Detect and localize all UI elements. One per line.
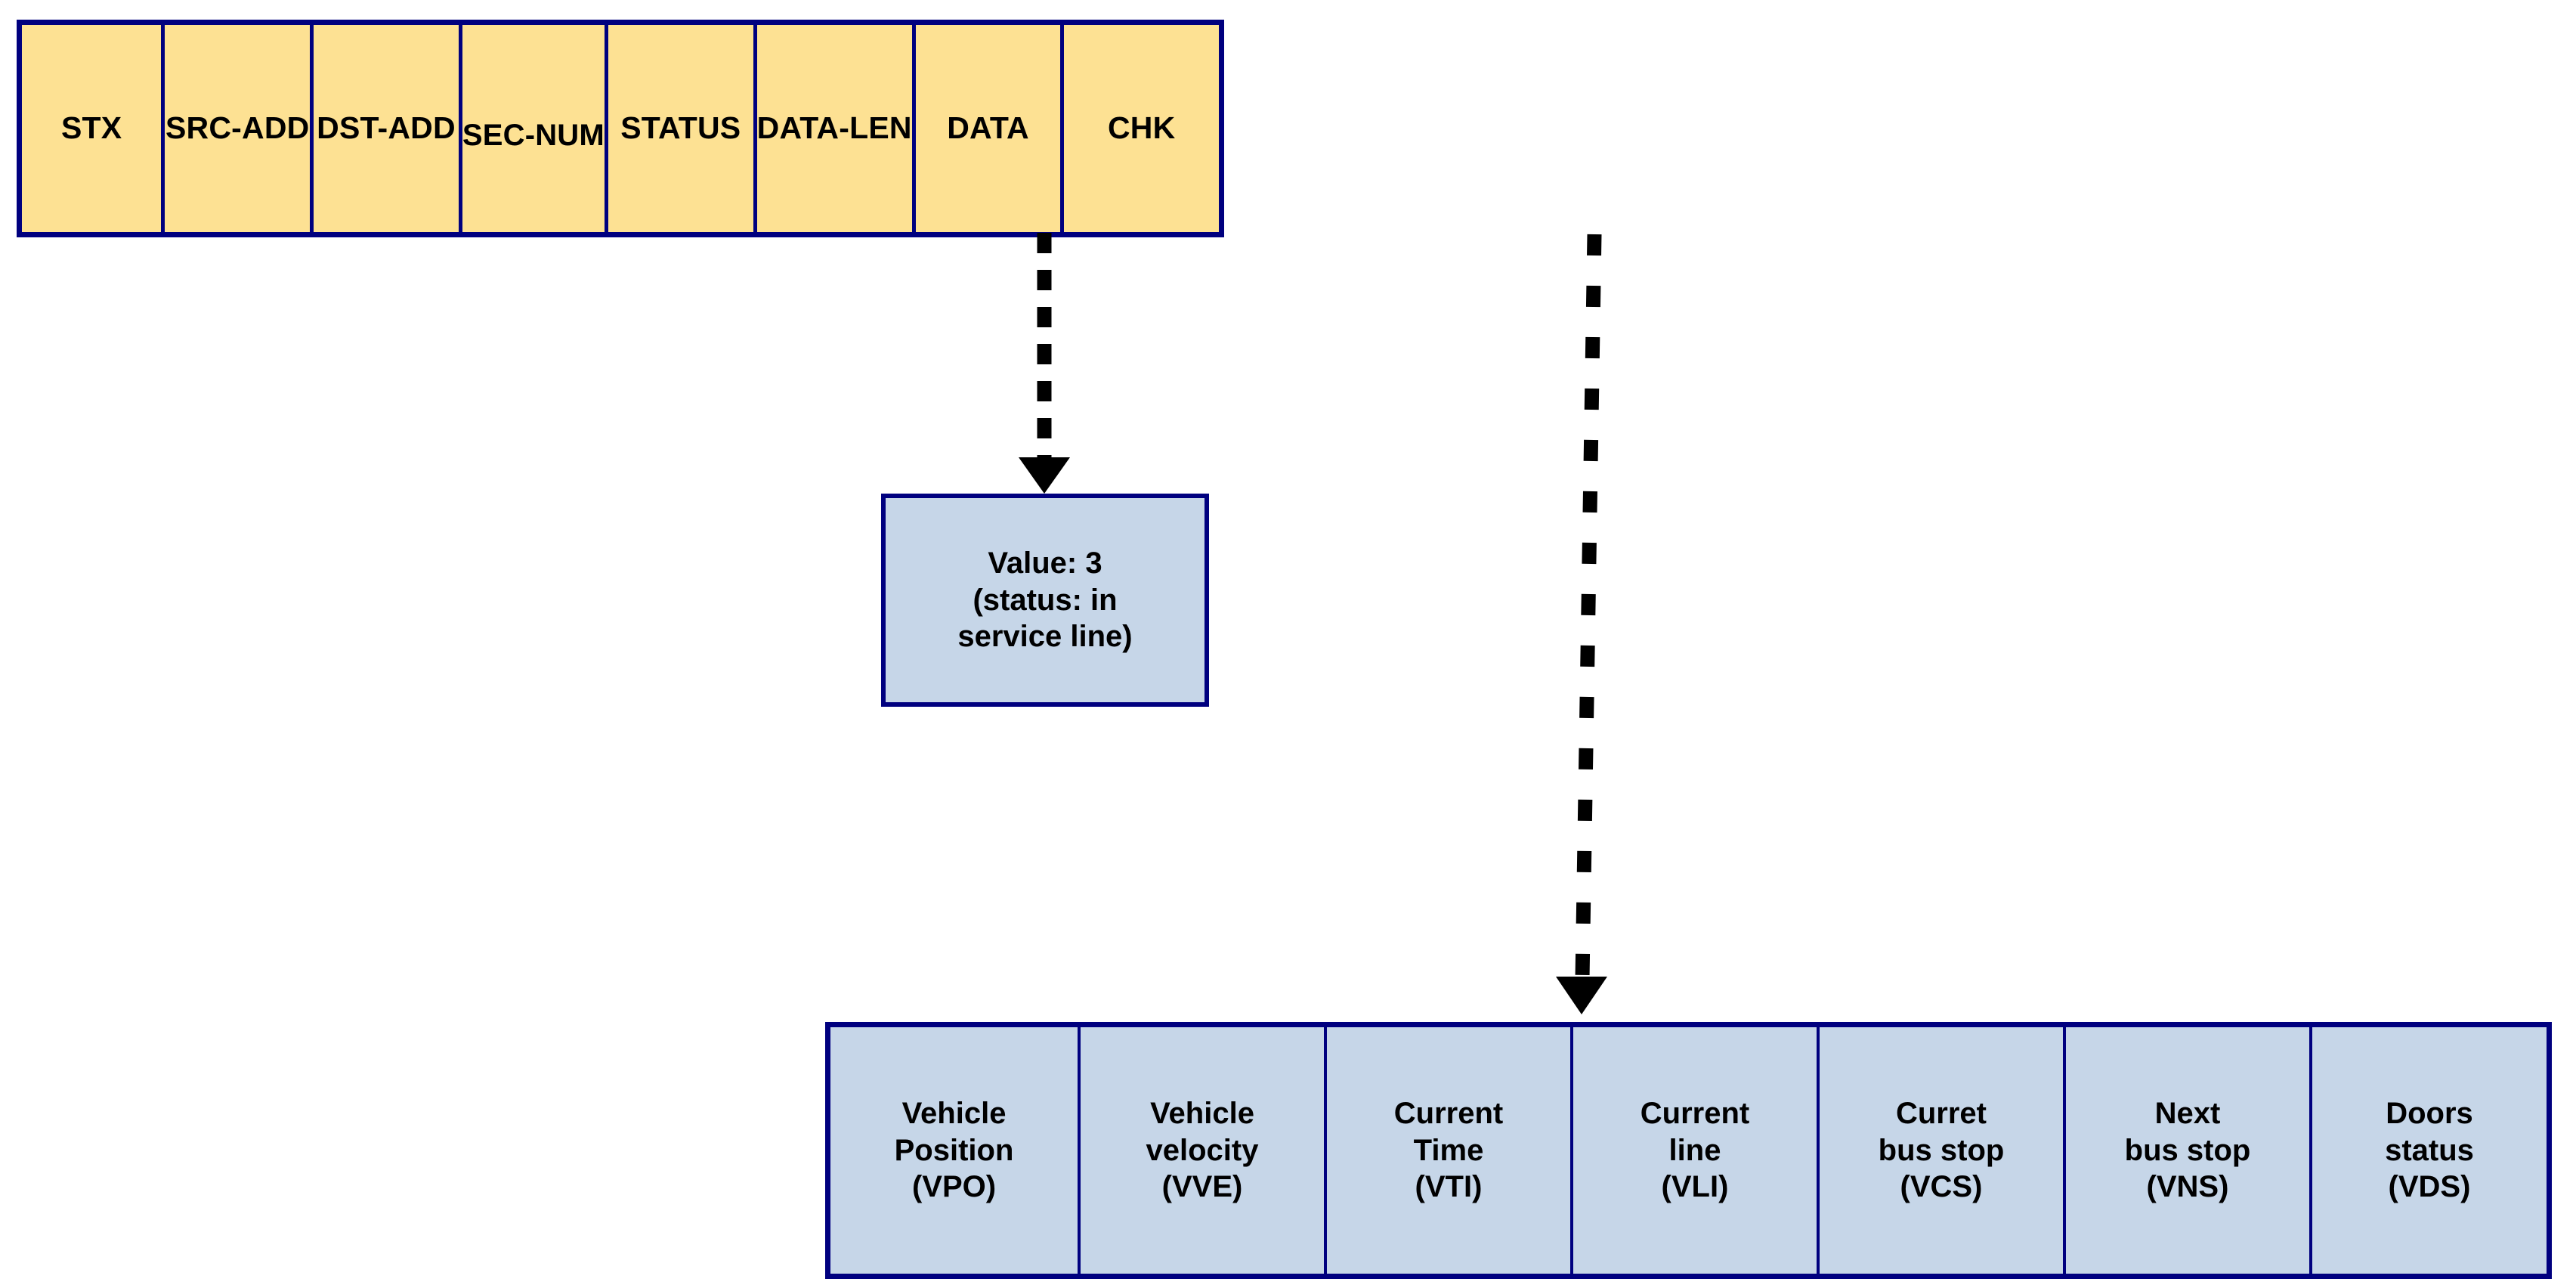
frame-cell-status[interactable]: STATUS (608, 25, 757, 232)
data-cell-vds-label: Doors status (VDS) (2385, 1096, 2474, 1204)
packet-frame-row: STX SRC-ADD DST-ADD SEC-NUM STATUS DATA-… (17, 20, 1224, 237)
frame-cell-chk-label: CHK (1108, 110, 1176, 146)
status-to-note-arrow (1019, 233, 1070, 494)
data-field-breakdown: Vehicle Position (VPO) Vehicle velocity … (825, 1022, 2552, 1279)
frame-cell-data-len[interactable]: DATA-LEN (756, 25, 916, 232)
data-cell-vcs[interactable]: Curret bus stop (VCS) (1820, 1027, 2066, 1274)
data-cell-vpo[interactable]: Vehicle Position (VPO) (830, 1027, 1081, 1274)
data-cell-vti[interactable]: Current Time (VTI) (1327, 1027, 1573, 1274)
frame-cell-chk[interactable]: CHK (1064, 25, 1220, 232)
data-cell-vcs-label: Curret bus stop (VCS) (1878, 1096, 2005, 1204)
data-cell-vve[interactable]: Vehicle velocity (VVE) (1081, 1027, 1327, 1274)
frame-cell-data-len-label: DATA-LEN (756, 110, 912, 146)
frame-cell-data-label: DATA (947, 110, 1029, 146)
frame-cell-src-add-label: SRC-ADD (165, 110, 310, 146)
data-cell-vve-label: Vehicle velocity (VVE) (1146, 1096, 1259, 1204)
status-value-note[interactable]: Value: 3 (status: in service line) (881, 494, 1209, 707)
data-cell-vti-label: Current Time (VTI) (1393, 1096, 1504, 1204)
status-value-note-label: Value: 3 (status: in service line) (957, 546, 1133, 654)
frame-cell-dst-add-label: DST-ADD (317, 110, 456, 146)
data-arrowhead-icon (1556, 977, 1607, 1014)
data-cell-vns[interactable]: Next bus stop (VNS) (2066, 1027, 2312, 1274)
frame-cell-stx-label: STX (61, 110, 122, 146)
frame-cell-src-add[interactable]: SRC-ADD (165, 25, 314, 232)
frame-cell-sec-num-label: SEC-NUM (462, 119, 605, 152)
frame-cell-status-label: STATUS (620, 110, 741, 146)
frame-cell-data[interactable]: DATA (915, 25, 1065, 232)
frame-cell-sec-num[interactable]: SEC-NUM (462, 25, 608, 232)
data-cell-vns-label: Next bus stop (VNS) (2124, 1096, 2251, 1204)
data-cell-vpo-label: Vehicle Position (VPO) (894, 1096, 1014, 1204)
data-cell-vli-label: Current line (VLI) (1640, 1096, 1750, 1204)
frame-cell-dst-add[interactable]: DST-ADD (314, 25, 462, 232)
data-cell-vds[interactable]: Doors status (VDS) (2312, 1027, 2547, 1274)
status-arrowhead-icon (1019, 457, 1070, 494)
frame-cell-stx[interactable]: STX (22, 25, 165, 232)
data-cell-vli[interactable]: Current line (VLI) (1573, 1027, 1820, 1274)
data-arrow-dashed-line (1575, 234, 1602, 980)
data-to-fields-arrow (1556, 234, 1607, 1014)
